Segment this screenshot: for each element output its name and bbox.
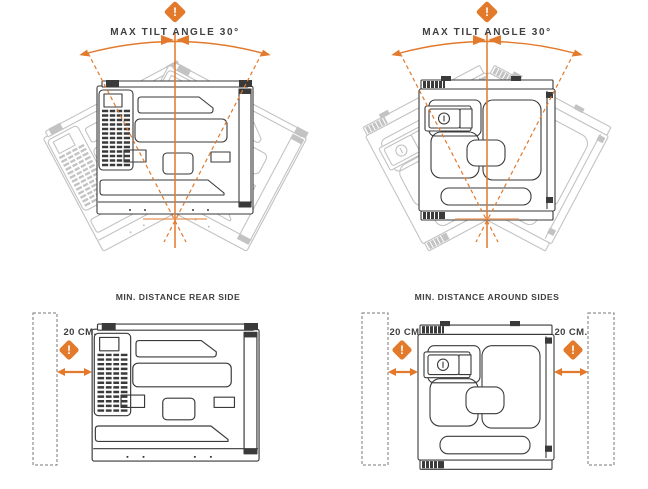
arc-arrowhead-left	[391, 49, 401, 57]
arc-arrowhead-right	[261, 49, 271, 57]
panel-title: MAX TILT ANGLE 30°	[422, 27, 551, 38]
wall-outline	[32, 312, 58, 466]
warning-diamond-icon-right: !	[563, 340, 583, 360]
tilt-center-arrow-left	[161, 35, 174, 45]
tilt-guide-left	[399, 52, 499, 243]
arc-arrowhead-right	[573, 49, 583, 57]
device-rear-view	[90, 321, 261, 463]
panel-min-distance-rear: MIN. DISTANCE REAR SIDE 20 CM. !	[32, 292, 261, 466]
panel-max-tilt-rear-view: ! MAX TILT ANGLE 30°	[39, 1, 311, 253]
tilt-center-arrow-right	[176, 35, 189, 45]
clearance-arrow	[57, 368, 92, 376]
warning-exclamation: !	[173, 5, 177, 19]
warning-exclamation: !	[571, 343, 575, 357]
clearance-arrow-right	[554, 368, 588, 376]
warning-diamond-icon: !	[164, 1, 186, 23]
tilt-annotations	[391, 33, 583, 248]
tilt-guide-right	[163, 52, 263, 243]
clearance-label-right: 20 CM.	[554, 327, 587, 338]
panel-title: MIN. DISTANCE AROUND SIDES	[415, 292, 560, 302]
panel-max-tilt-side-view: ! MAX TILT ANGLE 30°	[358, 1, 616, 253]
wall-outline-left	[361, 312, 389, 466]
tilt-center-arrow-left	[473, 35, 486, 45]
clearance-label: 20 CM.	[63, 327, 96, 338]
arc-arrowhead-left	[79, 49, 89, 57]
warning-diamond-icon-left: !	[392, 340, 412, 360]
warning-exclamation: !	[400, 343, 404, 357]
tilt-guide-left	[87, 52, 187, 243]
panel-title: MIN. DISTANCE REAR SIDE	[116, 292, 241, 302]
clearance-arrow-left	[388, 368, 418, 376]
tilt-guide-right	[475, 52, 575, 243]
warning-diamond-icon: !	[476, 1, 498, 23]
panel-min-distance-sides: MIN. DISTANCE AROUND SIDES 20 CM. 20 CM.…	[361, 292, 615, 470]
warning-exclamation: !	[485, 5, 489, 19]
warning-exclamation: !	[67, 343, 71, 357]
panel-title: MAX TILT ANGLE 30°	[110, 27, 239, 38]
device-side-view	[417, 320, 555, 470]
warning-diamond-icon: !	[59, 340, 79, 360]
tilt-arc-arrow	[87, 40, 263, 54]
clearance-label-left: 20 CM.	[389, 327, 422, 338]
tilt-arc-arrow	[399, 40, 575, 54]
tilt-annotations	[79, 33, 271, 248]
tilt-center-arrow-right	[488, 35, 501, 45]
wall-outline-right	[587, 312, 615, 466]
